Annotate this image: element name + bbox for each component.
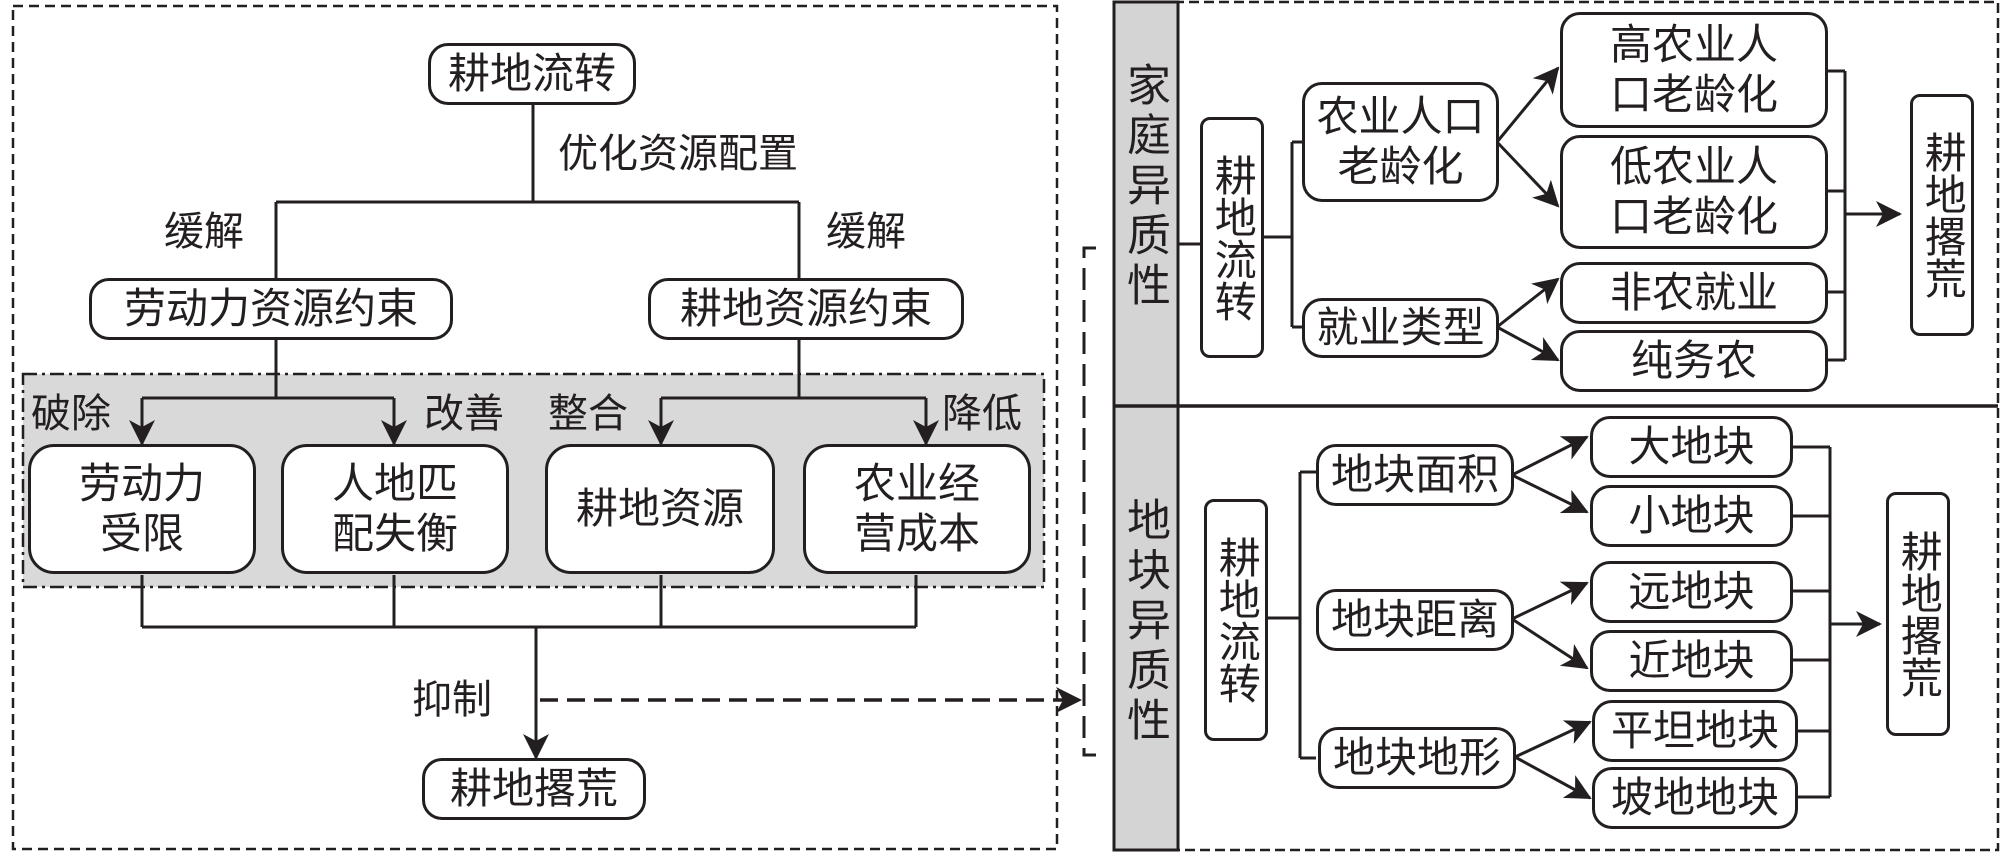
level-nonfarm-employment: 非农就业 [1560,262,1828,324]
label-integrate: 整合 [548,391,628,437]
level-pure-farming: 纯务农 [1560,330,1828,392]
level-slope-plot: 坡地地块 [1592,767,1798,829]
top-tree-lines [129,105,939,760]
factor-plot-terrain: 地块地形 [1318,727,1516,789]
label-remove: 破除 [31,391,111,437]
factor-plot-area: 地块面积 [1316,444,1514,506]
level-far-plot: 远地块 [1590,561,1793,623]
node-land-resources: 耕地资源 [545,444,775,574]
level-low-aging: 低农业人 口老龄化 [1560,135,1828,249]
label-ease-left: 缓解 [164,209,244,255]
node-land-constraint: 耕地资源约束 [648,278,964,340]
node-human-land-mismatch: 人地匹 配失衡 [281,444,509,574]
plot-heterogeneity-label: 地块异质性 [1119,497,1170,747]
label-ease-right: 缓解 [826,209,906,255]
left-panel-frame [11,4,1059,851]
node-farming-cost: 农业经 营成本 [803,444,1031,574]
household-outcome-node: 耕地撂荒 [1910,94,1974,336]
household-heterogeneity-label: 家庭异质性 [1119,62,1170,312]
node-cropland-abandonment: 耕地撂荒 [422,758,646,820]
label-suppress: 抑制 [412,677,492,723]
level-high-aging: 高农业人 口老龄化 [1560,12,1828,128]
plot-tree-lines [1268,435,1882,800]
label-optimize-allocation: 优化资源配置 [558,131,798,177]
level-near-plot: 近地块 [1590,630,1793,692]
label-reduce: 降低 [942,391,1022,437]
level-small-plot: 小地块 [1590,485,1793,547]
node-land-transfer: 耕地流转 [428,43,636,105]
dashed-bracket [1082,246,1096,757]
plot-strip [1112,404,1180,852]
level-large-plot: 大地块 [1590,416,1793,478]
factor-plot-distance: 地块距离 [1316,589,1514,651]
node-labor-limited: 劳动力 受限 [28,444,256,574]
plot-outcome-node: 耕地撂荒 [1886,492,1950,736]
factor-ag-aging: 农业人口 老龄化 [1302,82,1499,202]
level-flat-plot: 平坦地块 [1592,700,1798,762]
factor-employment-type: 就业类型 [1302,298,1499,358]
node-labor-constraint: 劳动力资源约束 [89,278,453,340]
label-improve: 改善 [424,391,504,437]
plot-source-node: 耕地流转 [1204,499,1268,741]
household-source-node: 耕地流转 [1200,117,1264,358]
household-tree-lines [1178,66,1902,362]
